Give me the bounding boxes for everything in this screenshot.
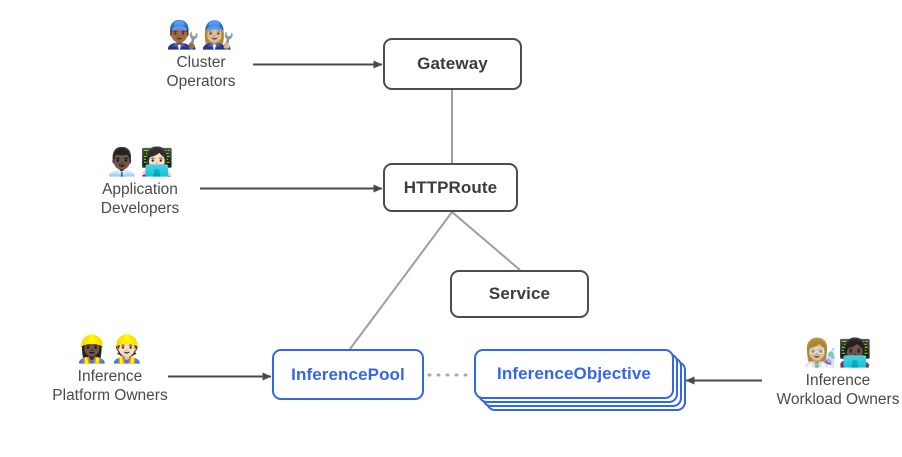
- actor-inference-workload-owners: 👩🏼‍🔬👩🏿‍💻 Inference Workload Owners: [733, 338, 902, 409]
- node-service-label: Service: [488, 284, 551, 303]
- actor-application-developers-label: Application Developers: [100, 181, 180, 217]
- cluster-operators-emoji-icon: 👨🏾‍🔧👩🏼‍🔧: [166, 20, 236, 50]
- node-httproute-label: HTTPRoute: [403, 177, 498, 197]
- node-httproute[interactable]: HTTPRoute: [383, 163, 518, 212]
- node-inferenceobjective[interactable]: InferenceObjective: [474, 349, 674, 399]
- actor-inference-platform-owners-label: Inference Platform Owners: [52, 368, 168, 404]
- node-inferenceobjective-stack[interactable]: InferenceObjective: [474, 349, 698, 413]
- actor-cluster-operators: 👨🏾‍🔧👩🏼‍🔧 Cluster Operators: [96, 20, 306, 91]
- edge-httproute-to-inferencepool: [349, 211, 453, 350]
- node-inferenceobjective-label: InferenceObjective: [497, 364, 651, 383]
- node-inferencepool[interactable]: InferencePool: [272, 349, 424, 400]
- node-gateway[interactable]: Gateway: [383, 38, 522, 90]
- node-service[interactable]: Service: [450, 270, 589, 318]
- node-gateway-label: Gateway: [417, 54, 488, 73]
- edge-httproute-to-service: [451, 211, 521, 271]
- actor-inference-platform-owners: 👷🏿‍♀️👷🏻 Inference Platform Owners: [5, 334, 215, 405]
- application-developers-emoji-icon: 👨🏿‍💼👩🏻‍💻: [105, 147, 175, 177]
- inference-workload-owners-emoji-icon: 👩🏼‍🔬👩🏿‍💻: [803, 338, 873, 368]
- actor-application-developers: 👨🏿‍💼👩🏻‍💻 Application Developers: [35, 147, 245, 218]
- node-inferencepool-label: InferencePool: [291, 364, 405, 384]
- actor-inference-workload-owners-label: Inference Workload Owners: [776, 372, 900, 408]
- inference-platform-owners-emoji-icon: 👷🏿‍♀️👷🏻: [75, 334, 145, 364]
- actor-cluster-operators-label: Cluster Operators: [166, 54, 236, 90]
